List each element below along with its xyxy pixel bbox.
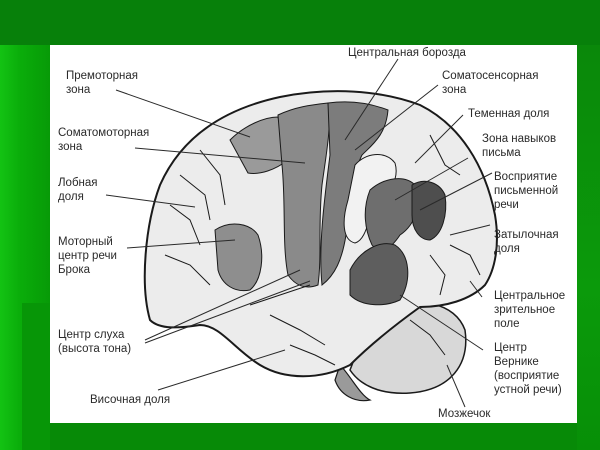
label-broca-center: Моторный центр речи Брока: [58, 236, 117, 276]
label-occipital-lobe: Затылочная доля: [494, 229, 559, 255]
label-cerebellum: Мозжечок: [438, 408, 491, 420]
label-frontal-lobe: Лобная доля: [58, 177, 98, 203]
label-writing-skills-zone: Зона навыков письма: [482, 133, 557, 159]
slide-background-top: [0, 0, 600, 45]
label-central-sulcus: Центральная борозда: [348, 47, 466, 59]
label-parietal-lobe: Теменная доля: [468, 108, 550, 120]
label-hearing-center: Центр слуха (высота тона): [58, 329, 132, 355]
label-premotor-zone: Премоторная зона: [66, 70, 139, 96]
slide-background-bottom: [50, 423, 600, 450]
label-central-visual-field: Центральное зрительное поле: [494, 290, 566, 330]
brain-illustration: [105, 58, 498, 408]
label-temporal-lobe: Височная доля: [90, 394, 171, 406]
label-wernicke-center: Центр Вернике (восприятие устной речи): [494, 342, 562, 396]
diagram-panel: Премоторная зона Соматомоторная зона Лоб…: [50, 45, 577, 423]
slide-background-accent: [22, 303, 50, 450]
slide-background-right: [577, 45, 600, 450]
label-somatosensory-zone: Соматосенсорная зона: [442, 70, 539, 96]
label-somatomotor-zone: Соматомоторная зона: [58, 127, 150, 153]
label-written-speech-perception: Восприятие письменной речи: [494, 171, 559, 211]
